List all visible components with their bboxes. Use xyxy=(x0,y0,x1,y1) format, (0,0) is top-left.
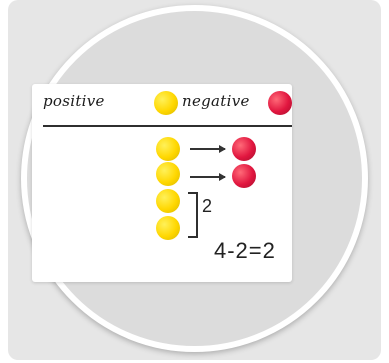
positive-counter-2 xyxy=(156,162,180,186)
divider-line xyxy=(43,125,292,127)
pairing-arrow-2 xyxy=(190,173,226,181)
positive-legend-counter xyxy=(154,91,178,115)
negative-counter-2 xyxy=(232,164,256,188)
positive-counter-1 xyxy=(156,137,180,161)
positive-label: positive xyxy=(43,92,105,110)
negative-legend-counter xyxy=(268,91,292,115)
negative-label: negative xyxy=(182,92,250,110)
bracket-count-label: 2 xyxy=(202,196,213,216)
bracket-marker xyxy=(188,192,198,238)
equation-label: 4-2=2 xyxy=(214,238,276,263)
negative-counter-1 xyxy=(232,137,256,161)
positive-counter-3 xyxy=(156,189,180,213)
pairing-arrow-1 xyxy=(190,145,226,153)
positive-counter-4 xyxy=(156,216,180,240)
